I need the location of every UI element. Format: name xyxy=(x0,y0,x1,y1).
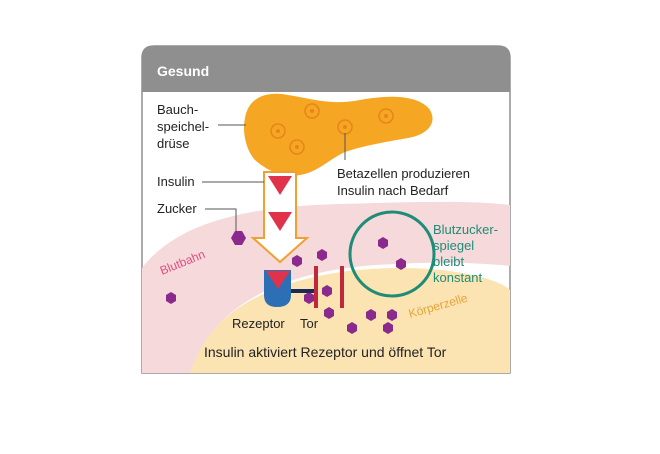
beta-cell xyxy=(378,108,394,124)
betacells-label: Betazellen produzieren Insulin nach Beda… xyxy=(337,166,474,198)
sugar-hexagon xyxy=(396,258,406,270)
receptor-label: Rezeptor xyxy=(232,316,285,331)
sugar-hexagon xyxy=(317,249,327,261)
receptor-insulin xyxy=(266,271,290,289)
sugar-hexagon xyxy=(292,255,302,267)
bloodsugar-label: Blutzucker- spiegel bleibt konstant xyxy=(433,222,502,285)
sugar-pointer xyxy=(205,208,237,234)
sugar-molecules xyxy=(166,231,406,334)
insulin-triangle xyxy=(268,176,292,195)
sugar-hexagon xyxy=(304,292,314,304)
pancreas-label: Bauch- speichel- drüse xyxy=(157,102,213,151)
insulin-triangle xyxy=(268,212,292,231)
sugar-hexagon xyxy=(378,237,388,249)
sugar-hexagon xyxy=(166,292,176,304)
sugar-hexagon xyxy=(231,231,246,245)
beta-cell xyxy=(289,139,305,155)
sugar-hexagon xyxy=(347,322,357,334)
panel-header-title: Gesund xyxy=(157,63,209,79)
panel-header xyxy=(142,46,510,92)
sugar-label: Zucker xyxy=(157,201,197,216)
gate-label: Tor xyxy=(300,316,319,331)
bloodsugar-circle xyxy=(348,210,436,298)
sugar-hexagon xyxy=(387,309,397,321)
sugar-hexagon xyxy=(383,322,393,334)
beta-cell xyxy=(270,123,286,139)
bloodstream-band xyxy=(142,201,510,373)
sugar-hexagon xyxy=(324,307,334,319)
insulin-label: Insulin xyxy=(157,174,195,189)
beta-cell xyxy=(304,103,320,119)
sugar-hexagon xyxy=(366,309,376,321)
caption: Insulin aktiviert Rezeptor und öffnet To… xyxy=(204,344,447,360)
sugar-hexagon xyxy=(322,285,332,297)
